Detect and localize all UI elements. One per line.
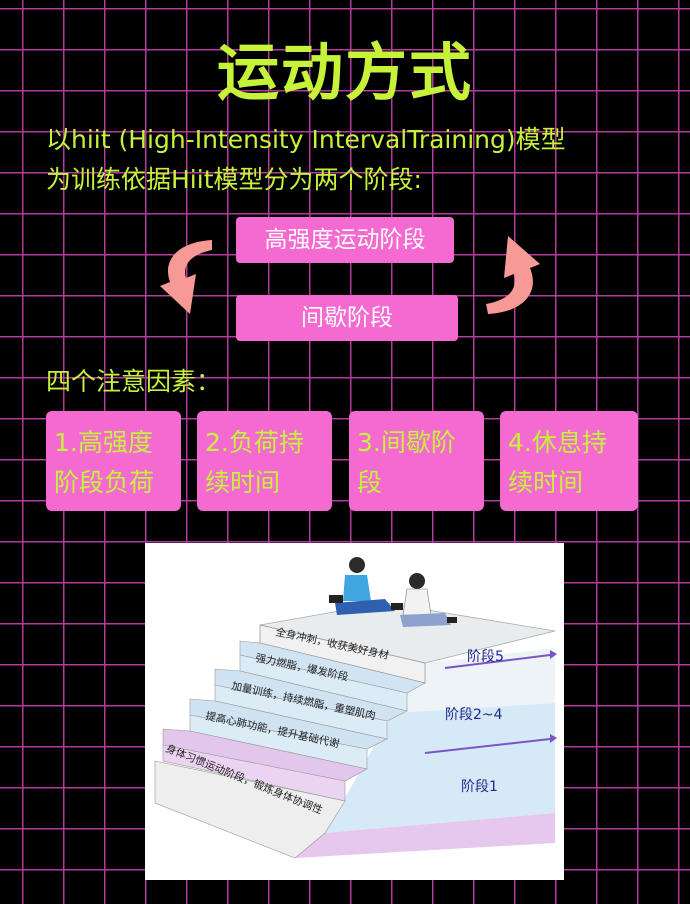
factor-card-4: 4.休息持 续时间 [500,411,638,511]
intro-line-2: 为训练依据Hiit模型分为两个阶段: [46,165,422,194]
intro-text: 以hiit (High-Intensity IntervalTraining)模… [46,120,666,200]
factor-card-line: 段 [357,468,383,497]
stage-label-1: 阶段1 [461,779,498,795]
cycle-arrow-right-icon [486,236,540,314]
stage-band-low [295,813,555,858]
factor-card-line: 续时间 [508,468,584,497]
factors-title: 四个注意因素： [46,367,222,396]
factor-card-line: 4.休息持 [508,428,607,457]
cycle-arrow-left-icon [160,240,212,314]
factor-card-line: 续时间 [205,468,281,497]
factor-card-2: 2.负荷持 续时间 [197,411,332,511]
factor-card-line: 3.间歇阶 [357,428,456,457]
factor-card-3: 3.间歇阶 段 [349,411,484,511]
factor-card-line: 2.负荷持 [205,428,304,457]
phase-interval: 间歇阶段 [236,295,458,341]
stage-label-2-4: 阶段2~4 [445,707,503,723]
factor-card-line: 1.高强度 [54,428,153,457]
factor-card-line: 阶段负荷 [54,468,155,497]
stage-label-5: 阶段5 [467,649,504,665]
athlete-figure-1-icon [329,557,403,615]
phase-high-intensity: 高强度运动阶段 [236,217,454,263]
athlete-figure-2-icon [400,573,457,627]
staircase-illustration: 全身冲刺，收获美好身材 强力燃脂，爆发阶段 加量训练，持续燃脂，重塑肌肉 提高心… [145,543,564,880]
stage-band-top [393,648,555,713]
factor-card-1: 1.高强度 阶段负荷 [46,411,181,511]
intro-line-1: 以hiit (High-Intensity IntervalTraining)模… [46,125,566,154]
page-title: 运动方式 [216,36,473,109]
